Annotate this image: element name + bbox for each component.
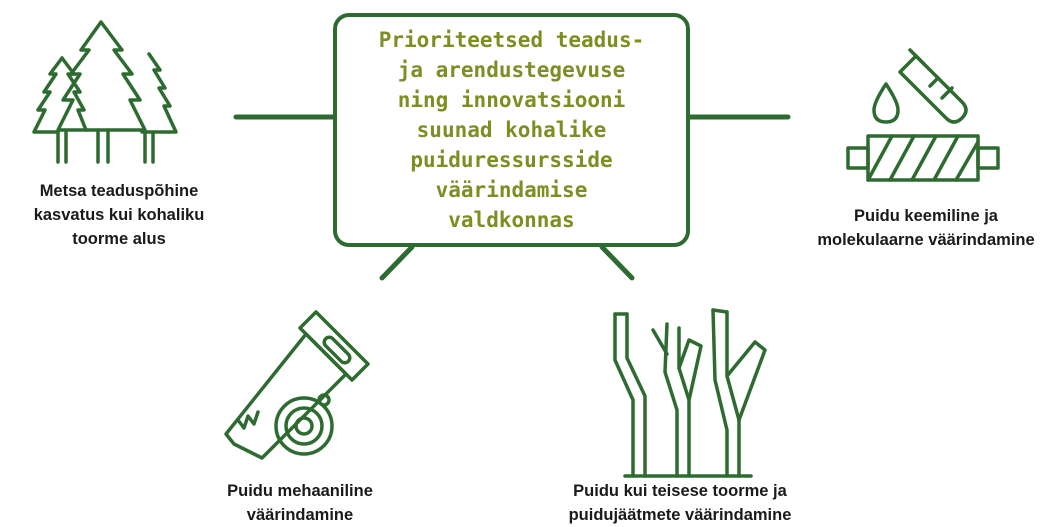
connector-bottom-left (379, 244, 415, 281)
node-label-chemical: Puidu keemiline ja molekulaarne väärinda… (817, 207, 1035, 249)
node-label-mechanical: Puidu mehaaniline väärindamine (227, 482, 373, 524)
test-tube-wood-icon (846, 48, 1000, 182)
center-title: Prioriteetsed teadus- ja arendustegevuse… (378, 28, 645, 232)
center-box: Prioriteetsed teadus- ja arendustegevuse… (333, 13, 690, 247)
node-label-secondary-raw-material: Puidu kui teisese toorme ja puidujäätmet… (568, 482, 792, 524)
tree-trunks-icon (613, 308, 767, 478)
trees-icon (32, 20, 178, 164)
node-label-forest: Metsa teaduspõhine kasvatus kui kohaliku… (33, 182, 205, 248)
connector-bottom-right (599, 244, 635, 281)
saw-icon (224, 310, 370, 460)
